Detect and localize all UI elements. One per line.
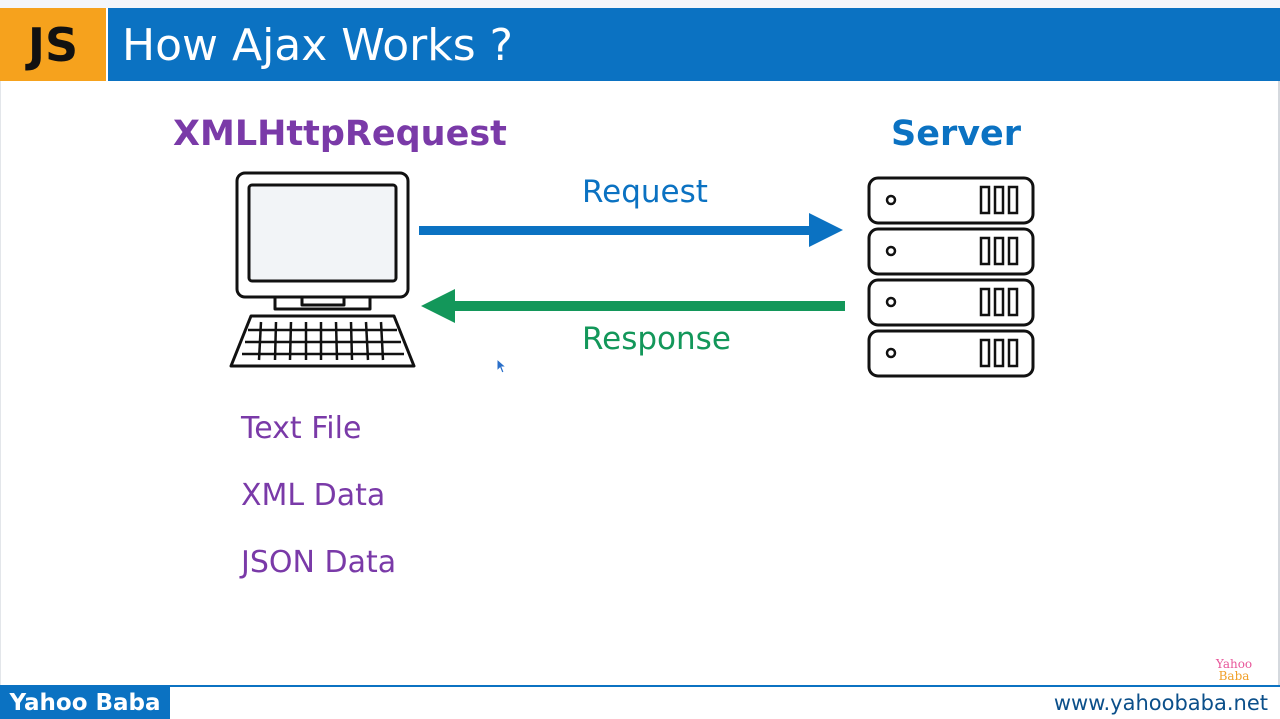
- watermark-line-2: Baba: [1218, 669, 1250, 683]
- request-label: Request: [582, 174, 708, 210]
- response-label: Response: [582, 321, 731, 357]
- right-border: [1278, 81, 1280, 686]
- data-type-json: JSON Data: [241, 545, 397, 580]
- server-label: Server: [891, 114, 1022, 154]
- footer-rule: [0, 685, 1280, 687]
- server-rack-icon: [866, 175, 1038, 386]
- js-badge: JS: [0, 8, 106, 81]
- data-type-xml: XML Data: [241, 478, 386, 513]
- top-strip: [0, 0, 1280, 8]
- channel-watermark: Yahoo Baba: [1210, 658, 1258, 688]
- response-arrow: [419, 287, 845, 330]
- footer-url[interactable]: www.yahoobaba.net: [1053, 691, 1268, 715]
- title-bar: How Ajax Works ?: [108, 8, 1280, 81]
- request-arrow: [419, 211, 845, 254]
- mouse-pointer-icon: [496, 357, 508, 379]
- left-border: [0, 81, 1, 686]
- data-type-text-file: Text File: [241, 411, 362, 446]
- watermark-line-1: Yahoo: [1215, 657, 1253, 671]
- footer-brand: Yahoo Baba: [0, 687, 170, 719]
- desktop-computer-icon: [226, 170, 420, 377]
- slide-title: How Ajax Works ?: [122, 20, 513, 71]
- client-label: XMLHttpRequest: [173, 114, 507, 154]
